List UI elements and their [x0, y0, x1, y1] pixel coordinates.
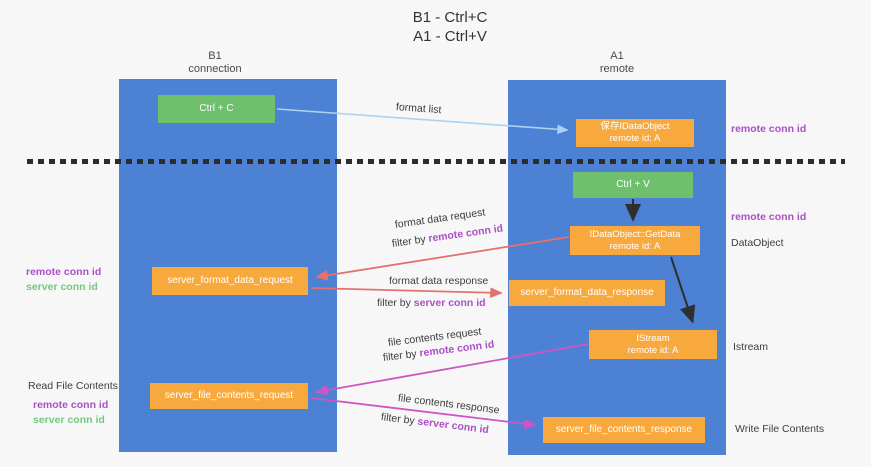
getdata-line2: remote id: A — [609, 240, 661, 252]
server-conn-id-key: server conn id — [413, 297, 486, 309]
istream-line1: IStream — [636, 332, 670, 344]
ctrl-c-label: Ctrl + C — [199, 103, 234, 114]
filter-by-text: filter by — [391, 232, 430, 250]
istream-node: IStream remote id: A — [589, 330, 717, 359]
left-server-conn-id-bottom-label: server conn id — [33, 414, 105, 426]
left-column-role: connection — [188, 63, 242, 75]
left-remote-conn-id-bottom-label: remote conn id — [33, 399, 109, 411]
dataobject-label: DataObject — [731, 237, 784, 249]
right-remote-conn-id-top-label: remote conn id — [731, 123, 807, 135]
server-format-data-response-node: server_format_data_response — [509, 280, 665, 306]
ctrl-c-node: Ctrl + C — [158, 95, 275, 123]
istream-side-label: Istream — [733, 341, 769, 353]
server-file-contents-request-node: server_file_contents_request — [150, 383, 308, 409]
write-file-contents-label: Write File Contents — [735, 423, 825, 435]
format-list-arrow-label: format list — [395, 101, 442, 117]
format-data-response-arrow-label: format data response — [389, 275, 489, 287]
remote-conn-id-key: remote conn id — [427, 222, 504, 245]
file-response-label: server_file_contents_response — [555, 424, 693, 435]
ctrl-v-node: Ctrl + V — [573, 172, 693, 198]
saved-dataobject-line1: 保存IDataObject — [600, 121, 670, 132]
getdata-line1: IDataObject::GetData — [589, 228, 681, 240]
saved-dataobject-node: 保存IDataObject remote id: A — [576, 119, 694, 147]
server-file-contents-response-node: server_file_contents_response — [543, 417, 705, 443]
left-remote-conn-id-label: remote conn id — [26, 266, 102, 278]
server-format-data-request-node: server_format_data_request — [152, 267, 308, 295]
filter-by-text: filter by — [380, 411, 419, 428]
file-contents-response-filter-label: filter by server conn id — [380, 411, 489, 436]
right-column-role: remote — [599, 63, 635, 75]
title-line-1: B1 - Ctrl+C — [412, 9, 488, 26]
title-line-2: A1 - Ctrl+V — [413, 28, 487, 45]
server-conn-id-key: server conn id — [416, 415, 490, 437]
ctrl-v-label: Ctrl + V — [616, 179, 650, 190]
filter-by-text: filter by — [382, 347, 421, 364]
format-data-response-filter-label: filter by server conn id — [377, 297, 486, 309]
istream-line2: remote id: A — [627, 344, 679, 356]
idataobject-getdata-node: IDataObject::GetData remote id: A — [570, 226, 700, 255]
right-remote-conn-id-mid-label: remote conn id — [731, 211, 807, 223]
right-column-name: A1 — [610, 50, 624, 62]
left-column-header: B1 connection — [160, 50, 270, 76]
format-request-label: server_format_data_request — [167, 275, 293, 286]
saved-dataobject-line2: remote id: A — [609, 133, 661, 144]
diagram-title: B1 - Ctrl+C A1 - Ctrl+V — [330, 8, 570, 46]
filter-by-text: filter by — [377, 297, 414, 309]
file-request-label: server_file_contents_request — [164, 390, 294, 401]
right-column-header: A1 remote — [562, 50, 672, 76]
format-response-label: server_format_data_response — [520, 287, 654, 298]
dashed-separator-line — [27, 159, 845, 164]
file-contents-response-arrow-label: file contents response — [397, 392, 501, 417]
left-server-conn-id-label: server conn id — [26, 281, 98, 293]
left-column-name: B1 — [208, 50, 222, 62]
format-data-response-arrow — [310, 287, 503, 299]
read-file-contents-label: Read File Contents — [28, 380, 118, 392]
